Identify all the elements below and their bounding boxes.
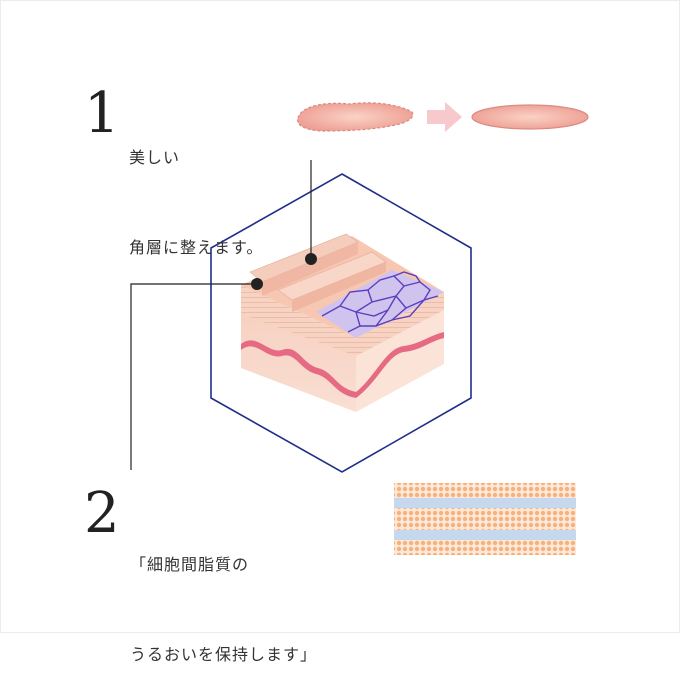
- step-2-text: 「細胞間脂質の うるおいを保持します」: [130, 490, 317, 700]
- leader-line-2: [131, 284, 257, 470]
- lipid-layer-illustration: [394, 483, 576, 555]
- step-number-1: 1: [84, 86, 120, 142]
- marker-dot-1: [305, 253, 317, 265]
- step-2-line-2: うるおいを保持します」: [130, 640, 317, 670]
- step-2-line-1: 「細胞間脂質の: [130, 550, 317, 580]
- step-1-line-2: 角層に整えます。: [129, 233, 263, 263]
- rough-skin-layer-shape: [298, 103, 413, 131]
- step-1-line-1: 美しい: [129, 143, 263, 173]
- step-number-2: 2: [84, 486, 120, 542]
- arrow-right-icon: [427, 102, 462, 132]
- smooth-skin-layer-shape: [472, 105, 588, 129]
- step-1-text: 美しい 角層に整えます。: [129, 83, 263, 293]
